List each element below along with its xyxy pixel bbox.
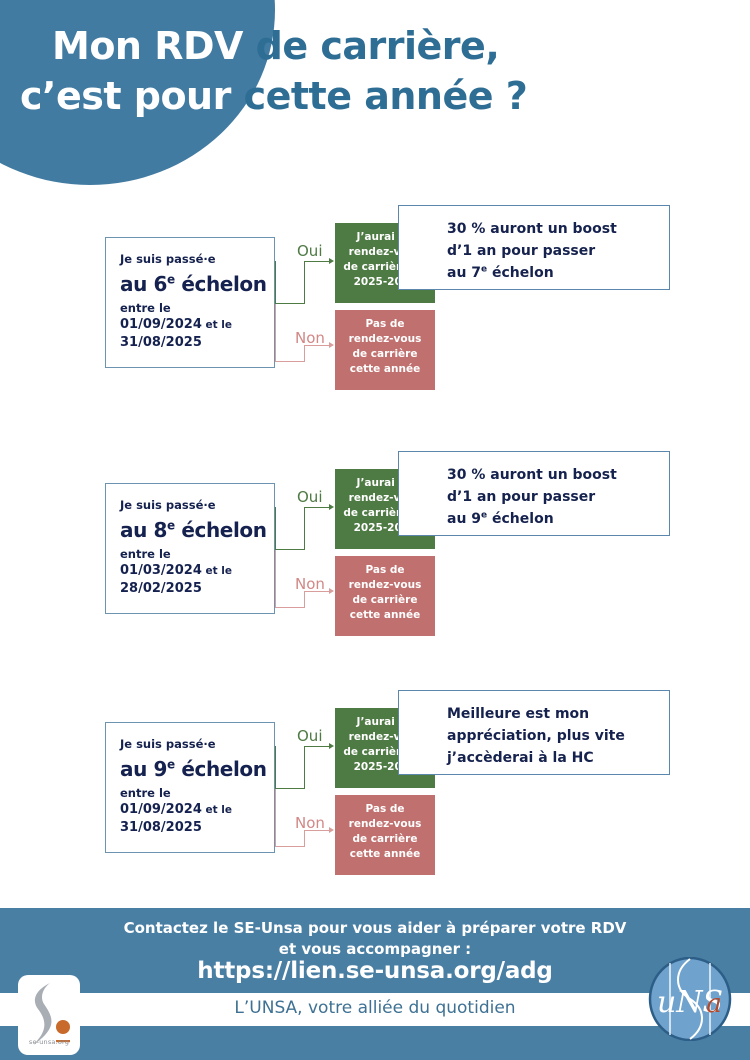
question-2-echelon-suffix: échelon [174,518,267,542]
no-box-1-line4: cette année [349,363,421,375]
no-box-2-line2: rendez-vous [348,579,422,591]
question-3-date-start: 01/09/2024 [120,802,202,817]
result-2-line1: 30 % auront un boost [447,467,617,483]
no-box-1-line3: de carrière [352,348,418,360]
question-1-line4: 01/09/2024 et le [120,316,274,334]
se-unsa-logo-mark [34,983,70,1045]
result-1-line3: au 7e échelon [447,262,669,284]
question-3-line3: entre le [120,786,171,800]
question-3-echelon: au 9e échelon [120,756,274,782]
question-2-date-end: 28/02/2025 [120,581,202,596]
result-3-line2: appréciation, plus vite [447,728,625,744]
question-box-3: Je suis passé·e au 9e échelon entre le 0… [105,722,275,853]
no-box-1-line2: rendez-vous [348,333,422,345]
question-3-echelon-prefix: au 9 [120,757,168,781]
result-1-line2: d’1 an pour passer [447,243,596,259]
title-line1-blue: de carrière, [255,24,500,68]
no-box-2-line3: de carrière [352,594,418,606]
question-3-line1: Je suis passé·e [120,737,216,751]
no-outcome-box-2: Pas de rendez-vous de carrière cette ann… [335,556,435,636]
result-1-line3-suffix: échelon [487,265,554,281]
no-box-3-line2: rendez-vous [348,818,422,830]
branch-label-yes-3: Oui [297,727,323,745]
result-2-line3-prefix: au 9 [447,511,482,527]
svg-text:a: a [706,989,722,1019]
result-box-1: 30 % auront un boost d’1 an pour passer … [398,205,670,290]
branch-label-yes-2: Oui [297,488,323,506]
flow-block-1: Je suis passé·e au 6e échelon entre le 0… [0,205,750,437]
no-outcome-box-1: Pas de rendez-vous de carrière cette ann… [335,310,435,390]
question-2-date-start: 01/03/2024 [120,563,202,578]
result-2-line3-suffix: échelon [487,511,554,527]
no-box-3-line4: cette année [349,848,421,860]
question-1-echelon: au 6e échelon [120,271,274,297]
question-1-line3: entre le [120,301,171,315]
result-1-line3-prefix: au 7 [447,265,482,281]
question-3-date-end: 31/08/2025 [120,820,202,835]
question-2-line1: Je suis passé·e [120,498,216,512]
footer-banner [0,908,750,1060]
result-3-line3: j’accèderai à la HC [447,747,669,769]
footer-slogan: L’UNSA, votre alliée du quotidien [234,998,516,1018]
branch-label-no-1: Non [295,329,325,347]
question-2-line3: entre le [120,547,171,561]
se-unsa-logo: se-unsa.org [18,975,80,1055]
footer-contact-line1: Contactez le SE-Unsa pour vous aider à p… [123,919,627,937]
flow-block-2: Je suis passé·e au 8e échelon entre le 0… [0,451,750,683]
branch-label-no-2: Non [295,575,325,593]
title-line2-blue: cette année ? [243,74,528,118]
footer-white-stripe [0,993,750,1026]
svg-text:uNS: uNS [657,985,723,1020]
se-unsa-logo-caption: se-unsa.org [28,1038,70,1046]
result-box-3: Meilleure est mon appréciation, plus vit… [398,690,670,775]
question-2-echelon-sup: e [167,518,175,533]
branch-label-yes-1: Oui [297,242,323,260]
flow-block-3: Je suis passé·e au 9e échelon entre le 0… [0,690,750,922]
question-1-line1: Je suis passé·e [120,252,216,266]
result-1-line3-sup: e [481,264,488,275]
footer-url-link[interactable]: https://lien.se-unsa.org/adg [197,958,553,984]
unsa-logo-mark: uNS a [648,956,732,1042]
question-1-date-mid: et le [201,319,233,331]
question-2-echelon: au 8e échelon [120,517,274,543]
no-outcome-box-3: Pas de rendez-vous de carrière cette ann… [335,795,435,875]
question-box-2: Je suis passé·e au 8e échelon entre le 0… [105,483,275,614]
question-2-echelon-prefix: au 8 [120,518,168,542]
result-3-line1: Meilleure est mon [447,706,590,722]
result-2-line2: d’1 an pour passer [447,489,596,505]
result-1-line1: 30 % auront un boost [447,221,617,237]
result-2-line3-sup: e [481,510,488,521]
question-3-line4: 01/09/2024 et le [120,801,274,819]
title-line2-white: c’est pour [20,74,231,118]
question-box-1: Je suis passé·e au 6e échelon entre le 0… [105,237,275,368]
no-box-3-line3: de carrière [352,833,418,845]
question-1-echelon-sup: e [167,272,175,287]
title-line1-white: Mon RDV [52,24,243,68]
result-box-2: 30 % auront un boost d’1 an pour passer … [398,451,670,536]
no-box-1-line1: Pas de [365,318,405,330]
result-3-line3-prefix: j’accèderai à la HC [447,750,594,766]
header-banner: Mon RDV de carrière, c’est pour cette an… [0,0,750,190]
question-1-echelon-suffix: échelon [174,272,267,296]
branch-label-no-3: Non [295,814,325,832]
question-3-echelon-suffix: échelon [174,757,267,781]
unsa-logo: uNS a [648,956,732,1042]
footer-contact-line2: et vous accompagner : [278,940,472,958]
question-1-echelon-prefix: au 6 [120,272,168,296]
no-box-2-line1: Pas de [365,564,405,576]
question-2-date-mid: et le [201,565,233,577]
question-3-date-mid: et le [201,804,233,816]
question-1-date-start: 01/09/2024 [120,317,202,332]
no-box-2-line4: cette année [349,609,421,621]
no-box-3-line1: Pas de [365,803,405,815]
question-1-date-end: 31/08/2025 [120,335,202,350]
result-2-line3: au 9e échelon [447,508,669,530]
question-3-echelon-sup: e [167,757,175,772]
question-2-line4: 01/03/2024 et le [120,562,274,580]
